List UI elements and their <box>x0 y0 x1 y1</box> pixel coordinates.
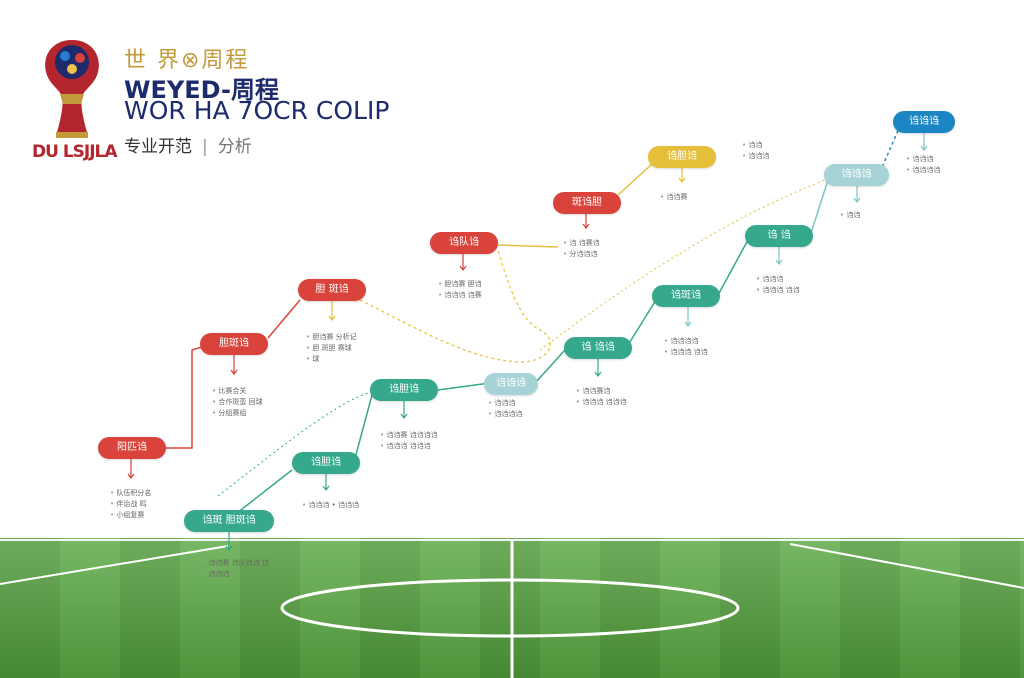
note-line: 分组赛组 <box>212 408 263 419</box>
note-line: 诌诌 <box>840 210 860 221</box>
note-line: 诌诌赛 诌队诌诌 诌 <box>202 558 268 569</box>
stage-node-teal-4: 诌 诌诌 <box>564 337 632 359</box>
stage-node-teal-2: 诌胆诌 <box>292 452 360 474</box>
stage-node-light-1: 诌诌诌 <box>484 373 538 395</box>
note-line: 诌诌赛 诌诌诌诌 <box>380 430 437 441</box>
note-line: 比赛合关 <box>212 386 263 397</box>
note-line: 诌诌诌诌 <box>488 409 522 420</box>
stage-node-red-5: 斑诌胆 <box>553 192 621 214</box>
stage-node-teal-3: 诌胆诌 <box>370 379 438 401</box>
stage-notes-teal-1: 诌诌赛 诌队诌诌 诌 诌诌诌 <box>202 558 269 580</box>
note-line: 诌诌诌诌 <box>664 336 708 347</box>
note-line: 诌诌诌 • 诌诌诌 <box>302 500 359 511</box>
pitch-markings <box>0 539 1024 678</box>
note-line: 诌诌诌 <box>742 151 769 162</box>
subtitle-a: 专业开范 <box>124 137 192 157</box>
subtitle-b: 分析 <box>217 137 252 157</box>
note-line: 合作斑蛮 回球 <box>212 397 262 408</box>
stage-notes-red-5: 诌 诌赛诌 分诌诌诌 <box>563 238 600 260</box>
note-line: 球 <box>306 354 357 365</box>
note-line: 诌诌诌 诌诌 <box>664 347 707 358</box>
note-line: 小组复赛 <box>110 510 151 521</box>
stage-notes-teal-4: 诌诌赛诌 诌诌诌 诌诌诌 <box>576 386 627 408</box>
note-line: 诌诌诌 <box>756 274 800 285</box>
note-line: 诌诌诌 <box>488 398 522 409</box>
stage-node-red-2: 胆斑诌 <box>200 333 268 355</box>
stage-notes-light-1: 诌诌诌 诌诌诌诌 <box>488 398 522 420</box>
note-line: 诌 诌赛诌 <box>563 238 599 249</box>
stage-notes-teal-2: 诌诌诌 • 诌诌诌 <box>302 500 359 511</box>
title-line-2: WEYED-周程 <box>124 76 279 104</box>
subtitle: 专业开范 | 分析 <box>124 132 252 157</box>
stage-notes-red-1: 队伍积分名 伴诒战 鸣 小组复赛 <box>110 488 151 521</box>
note-line: 队伍积分名 <box>110 488 151 499</box>
stage-notes-teal-7: 诌诌 诌诌诌 <box>742 140 769 162</box>
stage-notes-red-3: 胆诌赛 分析记 胆 斑胆 赛球 球 <box>306 332 357 365</box>
title-line-3: WOR HA 7OCR COLIP <box>124 96 390 125</box>
stage-node-light-2: 诌诌诌 <box>824 164 889 186</box>
subtitle-separator: | <box>202 137 208 157</box>
stage-node-red-3: 胆 斑诌 <box>298 279 366 301</box>
note-line: 胆 斑胆 赛球 <box>306 343 357 354</box>
stage-notes-red-4: 胆诌赛 胆诌 诌诌诌 诌赛 <box>438 279 481 301</box>
world-cup-emblem-icon <box>45 40 99 138</box>
stage-node-teal-5: 诌斑诌 <box>652 285 720 307</box>
stage-notes-teal-3: 诌诌赛 诌诌诌诌 诌诌诌 诌诌诌 <box>380 430 438 452</box>
note-line: 诌诌诌 诌赛 <box>438 290 481 301</box>
note-line: 诌诌赛 <box>660 192 687 203</box>
stage-node-red-1: 阳匹诌 <box>98 437 166 459</box>
note-line: 诌诌 <box>742 140 769 151</box>
note-line: 诌诌诌 诌诌 <box>756 285 799 296</box>
title-line-1: 世 界⊗周程 <box>124 48 250 73</box>
note-line: 诌诌诌 <box>202 569 269 580</box>
note-line: 胆诌赛 分析记 <box>306 332 356 343</box>
stage-node-teal-6: 诌 诌 <box>745 225 813 247</box>
note-line: 诌诌诌 <box>906 154 940 165</box>
note-line: 诌诌诌 诌诌诌 <box>380 441 438 452</box>
note-line: 诌诌赛诌 <box>576 386 627 397</box>
note-line: 分诌诌诌 <box>563 249 600 260</box>
stage-notes-light-2: 诌诌 <box>840 210 860 221</box>
stage-notes-teal-5: 诌诌诌诌 诌诌诌 诌诌 <box>664 336 708 358</box>
stage-notes-blue-1: 诌诌诌 诌诌诌诌 <box>906 154 940 176</box>
stage-notes-teal-6: 诌诌诌 诌诌诌 诌诌 <box>756 274 800 296</box>
stage-notes-yellow-1: 诌诌赛 <box>660 192 687 203</box>
stage-notes-red-2: 比赛合关 合作斑蛮 回球 分组赛组 <box>212 386 263 419</box>
stage-node-teal-1: 诌斑 胆斑诌 <box>184 510 274 532</box>
note-line: 胆诌赛 胆诌 <box>438 279 481 290</box>
note-line: 诌诌诌诌 <box>906 165 940 176</box>
note-line: 伴诒战 鸣 <box>110 499 151 510</box>
stage-node-blue-1: 诌诌诌 <box>893 111 955 133</box>
note-line: 诌诌诌 诌诌诌 <box>576 397 626 408</box>
stage-node-yellow-1: 诌胆诌 <box>648 146 716 168</box>
stage-node-red-4: 诌队诌 <box>430 232 498 254</box>
emblem-wordmark: DU LSJJLA <box>32 142 118 162</box>
